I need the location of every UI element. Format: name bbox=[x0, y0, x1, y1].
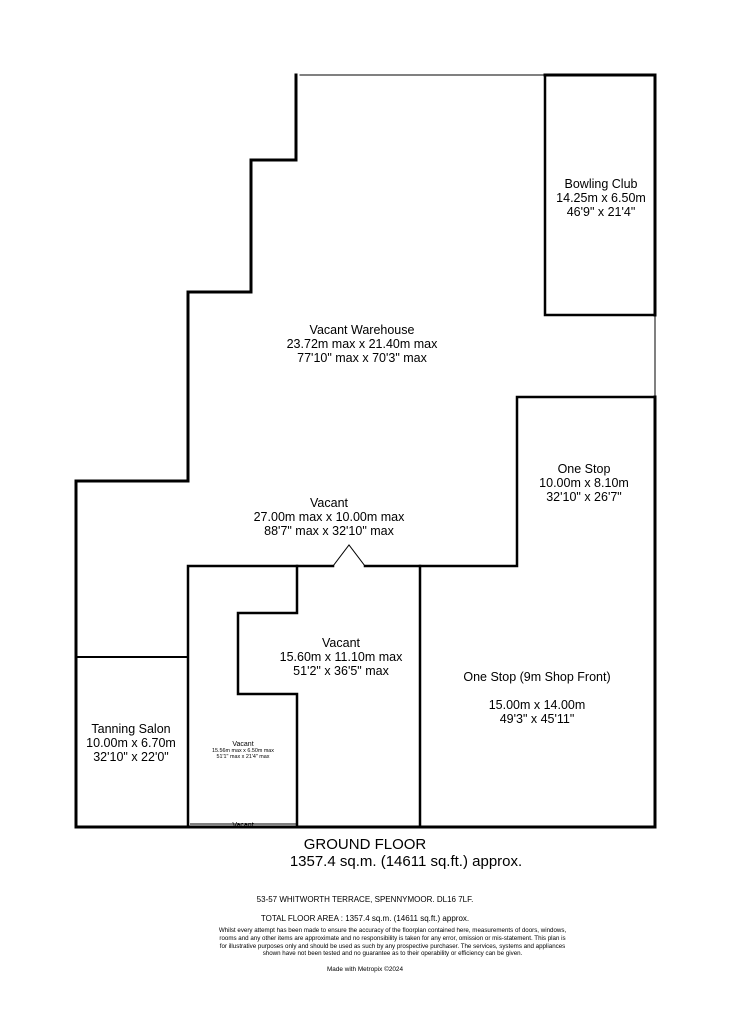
room-imperial: 46'9" x 21'4" bbox=[566, 205, 636, 219]
room-metric: 10.00m x 6.70m bbox=[86, 736, 176, 750]
room-metric: 15.00m x 14.00m bbox=[488, 698, 586, 712]
partition-wall bbox=[186, 564, 422, 829]
room-name: Tanning Salon bbox=[91, 722, 171, 736]
room-label-one-stop-front: One Stop (9m Shop Front) 15.00m x 14.00m… bbox=[447, 670, 627, 726]
disclaimer: Whilst every attempt has been made to en… bbox=[218, 927, 567, 958]
floor-title-block: GROUND FLOOR 1357.4 sq.m. (14611 sq.ft.)… bbox=[0, 836, 730, 871]
small-vacant-wall bbox=[236, 564, 299, 829]
address: 53-57 WHITWORTH TERRACE, SPENNYMOOR. DL1… bbox=[256, 895, 474, 904]
room-imperial: 51'1" max x 21'4" max bbox=[216, 753, 270, 760]
room-label-one-stop: One Stop 10.00m x 8.10m 32'10" x 26'7" bbox=[524, 462, 644, 504]
room-imperial: 77'10" max x 70'3" max bbox=[297, 351, 427, 365]
room-name: Vacant bbox=[232, 741, 254, 748]
room-imperial: 88'7" max x 32'10" max bbox=[264, 524, 394, 538]
room-label-vacant-small: Vacant 15.56m max x 6.50m max 51'1" max … bbox=[193, 741, 293, 761]
room-imperial: 32'10" x 26'7" bbox=[546, 490, 622, 504]
outer-wall bbox=[74, 73, 657, 829]
room-metric: 15.56m max x 6.50m max bbox=[211, 747, 275, 754]
room-metric: 10.00m x 8.10m bbox=[539, 476, 629, 490]
room-name: One Stop bbox=[557, 462, 611, 476]
room-imperial: 51'2" x 36'5" max bbox=[293, 664, 389, 678]
room-label-tanning-salon: Tanning Salon 10.00m x 6.70m 32'10" x 22… bbox=[76, 722, 186, 764]
room-name: Vacant Warehouse bbox=[309, 323, 415, 337]
one-stop-wall bbox=[418, 395, 657, 568]
room-name: Vacant bbox=[322, 636, 360, 650]
bowling-club-wall bbox=[543, 73, 657, 317]
room-name: Vacant bbox=[310, 496, 348, 510]
vacant-bottom-tag: Vacant bbox=[232, 822, 254, 829]
room-metric: 27.00m max x 10.00m max bbox=[253, 510, 405, 524]
floor-area: 1357.4 sq.m. (14611 sq.ft.) approx. bbox=[289, 853, 523, 871]
room-imperial: 32'10" x 22'0" bbox=[93, 750, 169, 764]
room-label-bowling-club: Bowling Club 14.25m x 6.50m 46'9" x 21'4… bbox=[541, 177, 661, 219]
room-name: Bowling Club bbox=[564, 177, 638, 191]
door-swing bbox=[332, 544, 366, 567]
room-metric: 14.25m x 6.50m bbox=[556, 191, 646, 205]
room-label-vacant-warehouse: Vacant Warehouse 23.72m max x 21.40m max… bbox=[262, 323, 462, 365]
room-metric: 15.60m x 11.10m max bbox=[279, 650, 403, 664]
room-imperial: 49'3" x 45'11" bbox=[499, 712, 575, 726]
room-label-vacant-middle: Vacant 15.60m x 11.10m max 51'2" x 36'5"… bbox=[266, 636, 416, 678]
room-metric: 23.72m max x 21.40m max bbox=[286, 337, 438, 351]
room-label-vacant-main: Vacant 27.00m max x 10.00m max 88'7" max… bbox=[229, 496, 429, 538]
room-name: One Stop (9m Shop Front) bbox=[463, 670, 611, 684]
floor-title: GROUND FLOOR bbox=[303, 836, 427, 853]
credit: Made with Metropix ©2024 bbox=[326, 966, 404, 973]
total-floor-area: TOTAL FLOOR AREA : 1357.4 sq.m. (14611 s… bbox=[260, 914, 470, 923]
